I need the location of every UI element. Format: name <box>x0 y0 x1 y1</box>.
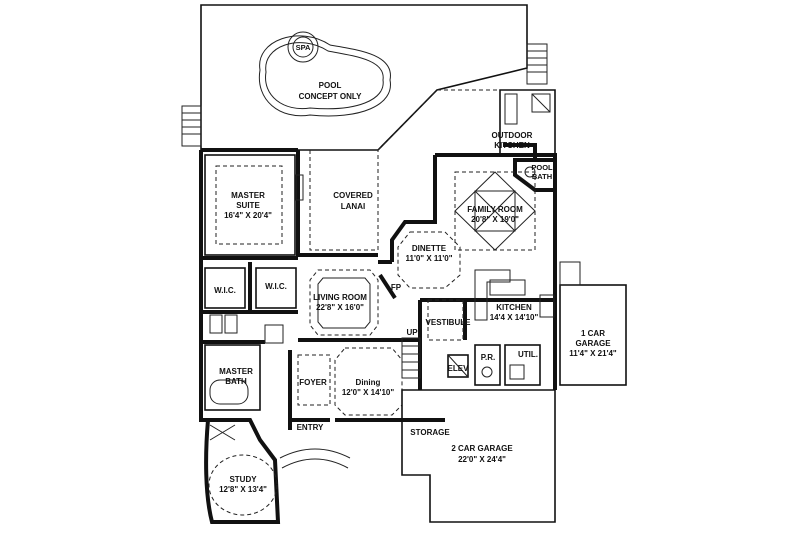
label-1-car-garage-1: 1 CAR <box>581 329 605 338</box>
label-master-suite-2: SUITE <box>236 201 260 210</box>
label-pool-bath-1: POOL <box>531 163 553 172</box>
label-dining-1: Dining <box>356 378 381 387</box>
label-outdoor-kitchen-2: KITCHEN <box>494 141 530 150</box>
master-suite <box>201 154 304 260</box>
kitchen <box>463 269 555 340</box>
living-room <box>298 260 420 342</box>
label-wic-right: W.I.C. <box>265 282 287 291</box>
label-dinette-1: DINETTE <box>412 244 447 253</box>
two-car-garage <box>401 389 556 523</box>
dinette <box>397 231 461 289</box>
family-room <box>454 171 536 251</box>
label-dinette-2: 11'0" X 11'0" <box>406 254 453 263</box>
label-util: UTIL. <box>518 350 538 359</box>
label-outdoor-kitchen-1: OUTDOOR <box>492 131 533 140</box>
one-car-garage <box>559 261 627 386</box>
label-spa: SPA <box>296 43 311 52</box>
label-wic-left: W.I.C. <box>214 286 236 295</box>
label-2-car-garage-2: 22'0" X 24'4" <box>458 455 506 464</box>
label-pool-bath-2: BATH <box>532 172 552 181</box>
label-living-room-2: 22'8" X 16'0" <box>316 303 364 312</box>
label-up: UP <box>406 328 418 337</box>
stairs-up <box>401 337 421 379</box>
utility-room <box>504 344 541 386</box>
master-bath <box>201 324 284 411</box>
label-vestibule: VESTIBULE <box>426 318 472 327</box>
label-kitchen-2: 14'4 X 14'10" <box>490 313 539 322</box>
label-pr: P.R. <box>481 353 496 362</box>
label-elev: ELEV <box>448 364 470 373</box>
label-kitchen-1: KITCHEN <box>496 303 532 312</box>
wic-rooms <box>201 262 298 334</box>
label-foyer: FOYER <box>299 378 327 387</box>
study <box>204 418 281 524</box>
label-1-car-garage-2: GARAGE <box>575 339 611 348</box>
label-master-suite-1: MASTER <box>231 191 265 200</box>
label-pool-2: CONCEPT ONLY <box>299 92 362 101</box>
label-fp: FP <box>391 283 402 292</box>
label-entry: ENTRY <box>297 423 324 432</box>
pool-stairs-left <box>181 105 202 147</box>
label-family-room-1: FAMILY ROOM <box>467 205 523 214</box>
entry <box>279 418 351 469</box>
label-family-room-2: 20'8" X 19'0" <box>471 215 519 224</box>
label-2-car-garage-1: 2 CAR GARAGE <box>451 444 513 453</box>
label-covered-lanai-2: LANAI <box>341 202 365 211</box>
foyer <box>288 350 331 430</box>
pool-deck <box>200 4 528 151</box>
label-master-bath-2: BATH <box>225 377 247 386</box>
label-study-2: 12'8" X 13'4" <box>219 485 267 494</box>
label-covered-lanai-1: COVERED <box>333 191 373 200</box>
elevator <box>447 354 469 378</box>
label-storage: STORAGE <box>410 428 450 437</box>
label-dining-2: 12'0" X 14'10" <box>342 388 395 397</box>
pool-shape <box>258 31 391 117</box>
label-1-car-garage-3: 11'4" X 21'4" <box>569 349 617 358</box>
label-study-1: STUDY <box>229 475 257 484</box>
dining <box>334 347 403 422</box>
label-pool-1: POOL <box>319 81 342 90</box>
label-master-bath-1: MASTER <box>219 367 253 376</box>
pool-stairs-right <box>526 43 548 85</box>
label-living-room-1: LIVING ROOM <box>313 293 367 302</box>
covered-lanai <box>309 150 379 251</box>
label-master-suite-3: 16'4" X 20'4" <box>224 211 272 220</box>
powder-room <box>474 344 501 386</box>
